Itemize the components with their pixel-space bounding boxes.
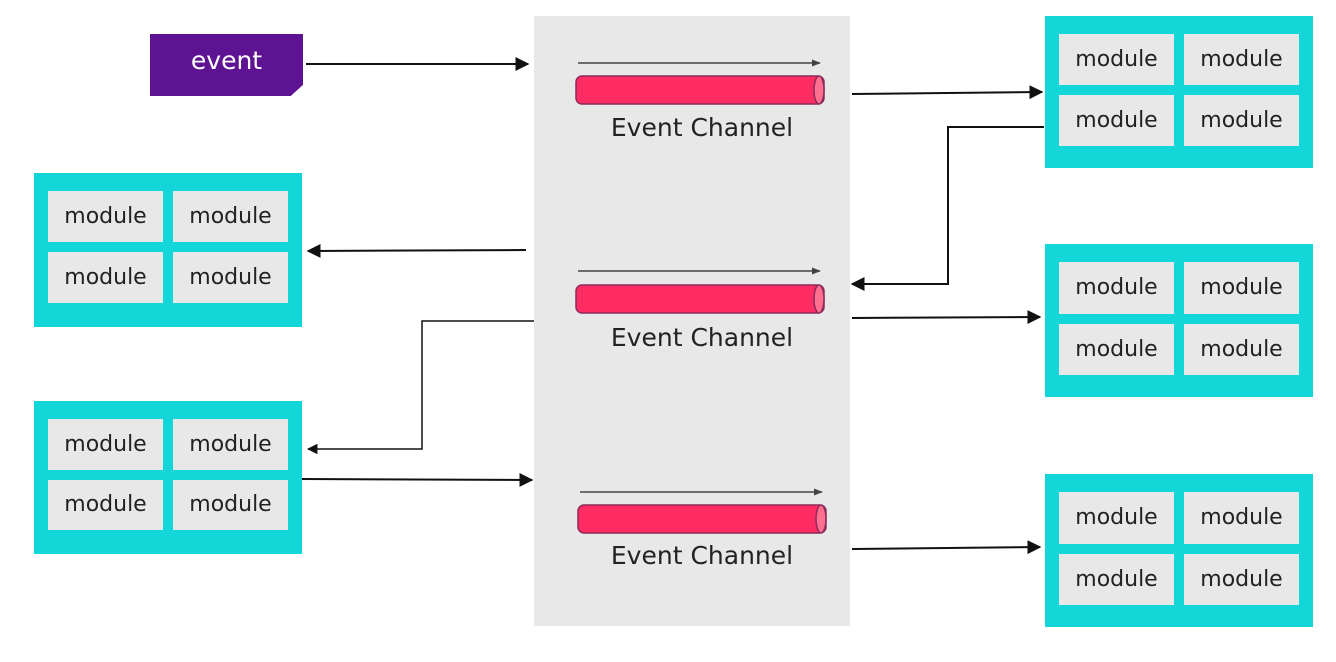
module-box: module <box>1184 262 1299 314</box>
module-box: module <box>1184 553 1299 605</box>
module-box: module <box>1059 323 1174 375</box>
module-box: module <box>48 419 163 470</box>
processor-left-1: module module module module <box>34 173 302 327</box>
arrow-mediator-to-processor-left-1 <box>306 243 527 258</box>
module-box: module <box>1184 323 1299 375</box>
channel-2-pipe <box>575 284 825 314</box>
module-box: module <box>48 479 163 530</box>
channel-1-pipe <box>575 75 825 105</box>
module-box: module <box>173 419 288 470</box>
module-box: module <box>1059 492 1174 544</box>
module-box: module <box>48 252 163 303</box>
module-box: module <box>1184 492 1299 544</box>
processor-right-1: module module module module <box>1045 16 1313 168</box>
module-box: module <box>1059 34 1174 85</box>
event-box: event <box>150 34 303 96</box>
channel-2-pipe-end <box>813 284 825 314</box>
module-box: module <box>173 479 288 530</box>
event-label: event <box>190 45 263 75</box>
processor-right-3: module module module module <box>1045 474 1313 627</box>
module-box: module <box>1059 95 1174 146</box>
module-box: module <box>173 191 288 242</box>
module-box: module <box>48 191 163 242</box>
module-box: module <box>173 252 288 303</box>
arrow-channel-2-to-processor-right-2 <box>851 310 1042 325</box>
module-box: module <box>1184 95 1299 146</box>
module-box: module <box>1184 34 1299 85</box>
channel-2-label: Event Channel <box>610 323 794 352</box>
processor-right-2: module module module module <box>1045 244 1313 397</box>
module-box: module <box>1059 553 1174 605</box>
processor-left-2: module module module module <box>34 401 302 554</box>
channel-3-pipe <box>577 504 827 534</box>
arrow-channel-3-to-processor-right-3 <box>851 540 1042 555</box>
arrow-processor-right-1-to-channel-2 <box>850 126 1044 291</box>
module-box: module <box>1059 262 1174 314</box>
channel-3-label: Event Channel <box>610 541 794 570</box>
arrow-processor-left-2-to-channel-3 <box>301 472 534 487</box>
channel-3-pipe-end <box>815 504 827 534</box>
arrow-channel-1-to-processor-right-1 <box>851 85 1044 100</box>
arrow-channel-2-to-processor-left-2 <box>306 320 534 455</box>
channel-1-label: Event Channel <box>610 113 794 142</box>
channel-1-pipe-end <box>813 75 825 105</box>
